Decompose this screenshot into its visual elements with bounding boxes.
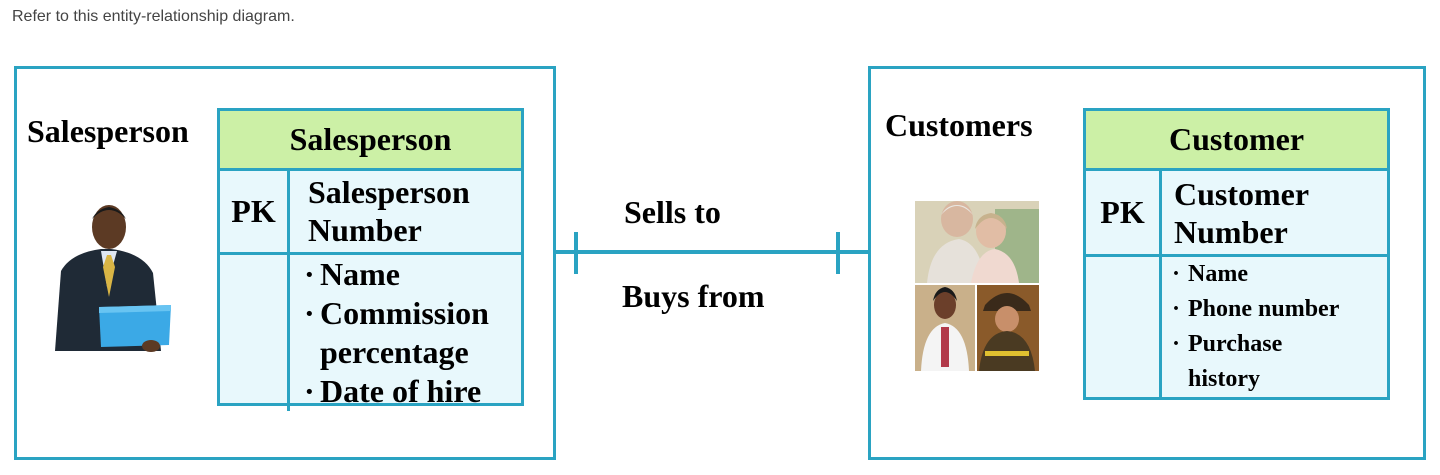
salesperson-entity-label: Salesperson bbox=[27, 113, 189, 149]
customer-attribute: Phone number bbox=[1172, 292, 1387, 327]
relationship-top-label: Sells to bbox=[624, 194, 721, 230]
salesperson-table: Salesperson PK Salesperson Number Name C… bbox=[217, 108, 524, 411]
salesperson-entity-box: Salesperson Salesperson PK Salesperson N… bbox=[14, 66, 556, 460]
salesperson-table-header: Salesperson bbox=[220, 111, 521, 171]
customers-entity-label: Customers bbox=[885, 107, 1033, 143]
relationship-connector bbox=[554, 232, 870, 274]
customer-attribute: Name bbox=[1172, 257, 1387, 292]
customer-table-header: Customer bbox=[1086, 111, 1387, 171]
customer-attribute: Purchase bbox=[1172, 327, 1387, 362]
salesperson-attribute: percentage bbox=[320, 334, 469, 370]
customer-pk-label: PK bbox=[1086, 171, 1162, 257]
customers-entity-box: Customers Customer PK Customer Number bbox=[868, 66, 1426, 460]
salesperson-attribute: Commission bbox=[304, 294, 521, 333]
salesperson-person-icon bbox=[55, 205, 171, 352]
customer-key-cell: Customer Number bbox=[1162, 171, 1387, 257]
salesperson-attribute: Date of hire bbox=[304, 372, 521, 411]
salesperson-key-cell: Salesperson Number bbox=[290, 171, 521, 255]
customer-attributes-cell: Name Phone number Purchase history bbox=[1162, 257, 1387, 397]
customer-empty-cell bbox=[1086, 257, 1162, 397]
prompt-text: Refer to this entity-relationship diagra… bbox=[12, 8, 295, 25]
salesperson-attribute: Name bbox=[304, 255, 521, 294]
customer-table: Customer PK Customer Number Name Phone n… bbox=[1083, 108, 1390, 400]
customer-key-line: Number bbox=[1174, 214, 1288, 250]
salesperson-key-line: Salesperson bbox=[308, 174, 470, 210]
salesperson-attributes-cell: Name Commission percentage Date of hire bbox=[290, 255, 521, 411]
salesperson-attribute-list: Name Commission percentage Date of hire bbox=[290, 255, 521, 411]
salesperson-empty-cell bbox=[220, 255, 290, 411]
customer-key-line: Customer bbox=[1174, 176, 1310, 212]
salesperson-pk-label: PK bbox=[220, 171, 290, 255]
customers-photo-icon bbox=[915, 201, 1039, 371]
customer-attribute: history bbox=[1188, 366, 1260, 392]
customer-attribute-list: Name Phone number Purchase history bbox=[1162, 257, 1387, 397]
salesperson-key-line: Number bbox=[308, 212, 422, 248]
relationship-bottom-label: Buys from bbox=[622, 278, 765, 314]
